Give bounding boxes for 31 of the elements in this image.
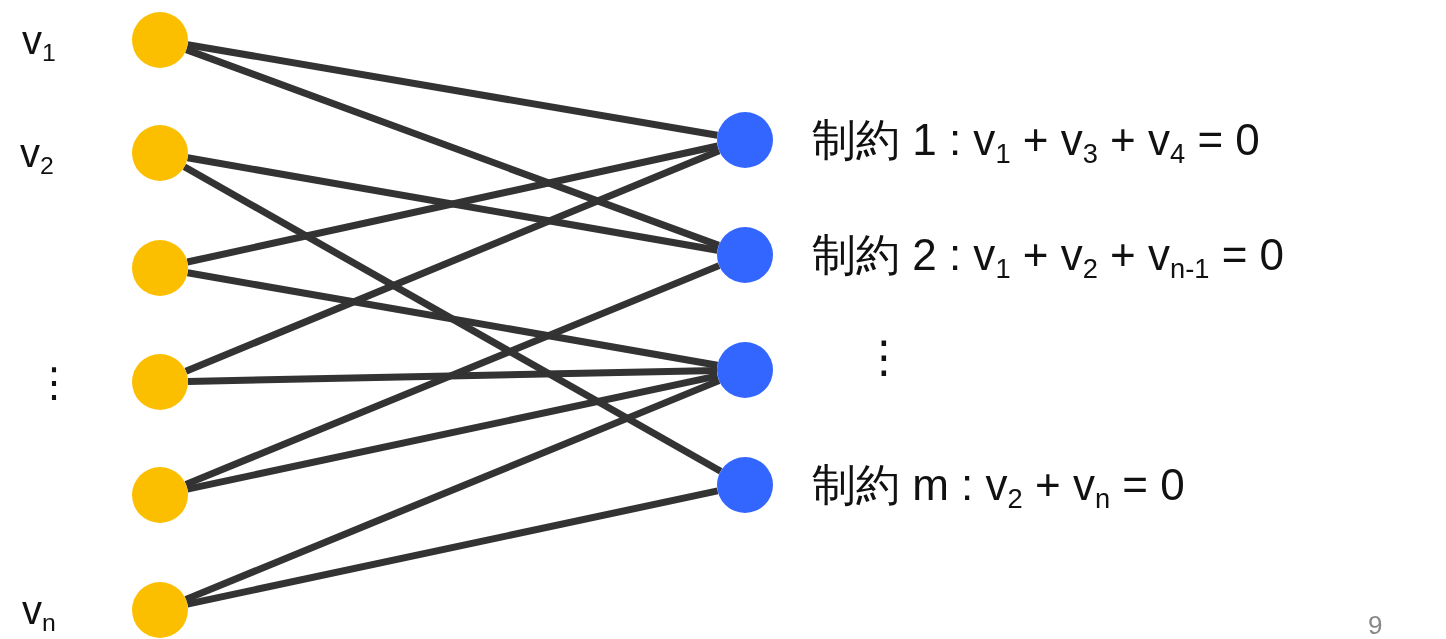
page-number: 9 [1368, 610, 1383, 639]
connector-line [186, 142, 719, 266]
node-circle [132, 240, 188, 296]
connector-line [187, 41, 718, 139]
node-circle [132, 125, 188, 181]
node-circle [132, 12, 188, 68]
node-circle [717, 342, 773, 398]
connector-line [184, 147, 721, 375]
connector-line [186, 487, 719, 608]
constraint-label: 制約 2 : v$_{1}$ + v$_{2}$ + v$_{n-1}$ = 0 [812, 233, 1285, 283]
variable-label: v$_{n}$ [22, 590, 56, 637]
node-circle [717, 227, 773, 283]
node-circle [717, 457, 773, 513]
node-circle [717, 112, 773, 168]
variable-label: v$_{2}$ [20, 133, 54, 180]
connector-line [184, 262, 721, 488]
variable-label: ⋮ [34, 362, 74, 402]
connector-line [187, 154, 718, 254]
constraint-label: 制約 1 : v$_{1}$ + v$_{3}$ + v$_{4}$ = 0 [812, 118, 1260, 168]
connector-line [187, 367, 718, 385]
connector-line [184, 377, 721, 603]
connector-line [182, 163, 723, 475]
node-circle [132, 582, 188, 638]
connector-line [185, 46, 720, 249]
constraint-label: ⋮ [862, 335, 906, 379]
variable-label: v$_{1}$ [22, 20, 56, 67]
constraint-label: 制約 m : v$_{2}$ + v$_{n}$ = 0 [812, 463, 1185, 513]
node-circle [132, 467, 188, 523]
node-circle [132, 354, 188, 410]
connector-line [186, 372, 719, 493]
connector-line [187, 269, 718, 369]
